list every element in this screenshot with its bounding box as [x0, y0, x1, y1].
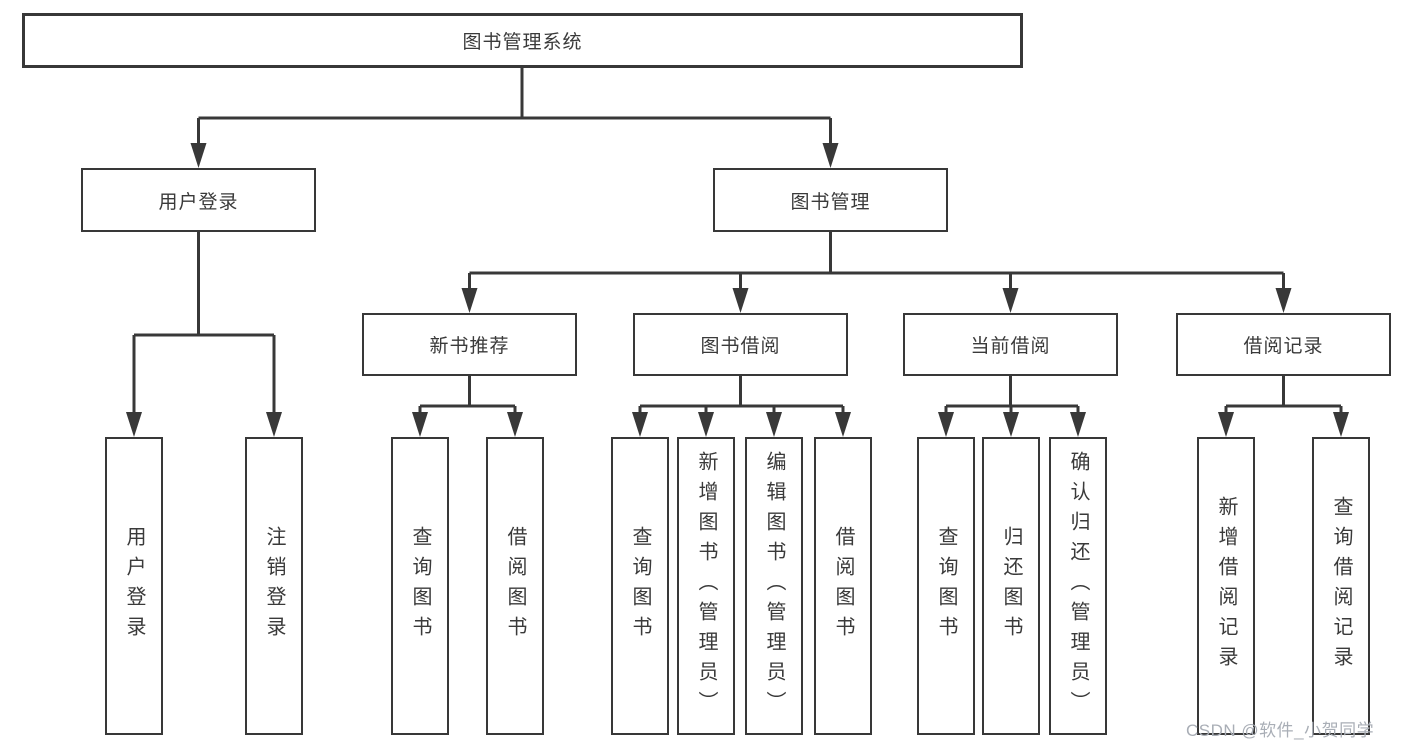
csdn-watermark: CSDN @软件_小贺同学 [1186, 721, 1375, 740]
leaf-label: 查询借阅记录 [1330, 496, 1352, 676]
leaf-return-book: 归还图书 [982, 437, 1040, 735]
leaf-label: 查询图书 [629, 526, 651, 646]
leaf-query-book: 查询图书 [611, 437, 669, 735]
leaf-user-login: 用户登录 [105, 437, 163, 735]
leaf-borrow-book-recommend: 借阅图书 [486, 437, 544, 735]
node-borrow-record: 借阅记录 [1176, 313, 1391, 376]
leaf-label: 查询图书 [935, 526, 957, 646]
leaf-label: 查询图书 [409, 526, 431, 646]
leaf-label: 新增图书（管理员） [695, 451, 717, 721]
leaf-borrow-book: 借阅图书 [814, 437, 872, 735]
leaf-confirm-return-admin: 确认归还（管理员） [1049, 437, 1107, 735]
leaf-label: 借阅图书 [832, 526, 854, 646]
node-user-login: 用户登录 [81, 168, 316, 232]
node-new-book-recommend: 新书推荐 [362, 313, 577, 376]
leaf-label: 编辑图书（管理员） [763, 451, 785, 721]
leaf-label: 注销登录 [263, 526, 285, 646]
node-book-management: 图书管理 [713, 168, 948, 232]
leaf-label: 新增借阅记录 [1215, 496, 1237, 676]
arrow-down-icons [126, 143, 1349, 437]
node-current-borrow: 当前借阅 [903, 313, 1118, 376]
leaf-query-book-current: 查询图书 [917, 437, 975, 735]
leaf-label: 确认归还（管理员） [1067, 451, 1089, 721]
leaf-label: 用户登录 [123, 526, 145, 646]
leaf-edit-book-admin: 编辑图书（管理员） [745, 437, 803, 735]
leaf-query-borrow-record: 查询借阅记录 [1312, 437, 1370, 735]
leaf-label: 借阅图书 [504, 526, 526, 646]
leaf-query-book-recommend: 查询图书 [391, 437, 449, 735]
leaf-add-book-admin: 新增图书（管理员） [677, 437, 735, 735]
leaf-label: 归还图书 [1000, 526, 1022, 646]
leaf-add-borrow-record: 新增借阅记录 [1197, 437, 1255, 735]
leaf-logout: 注销登录 [245, 437, 303, 735]
node-book-borrow: 图书借阅 [633, 313, 848, 376]
node-library-system: 图书管理系统 [22, 13, 1023, 68]
